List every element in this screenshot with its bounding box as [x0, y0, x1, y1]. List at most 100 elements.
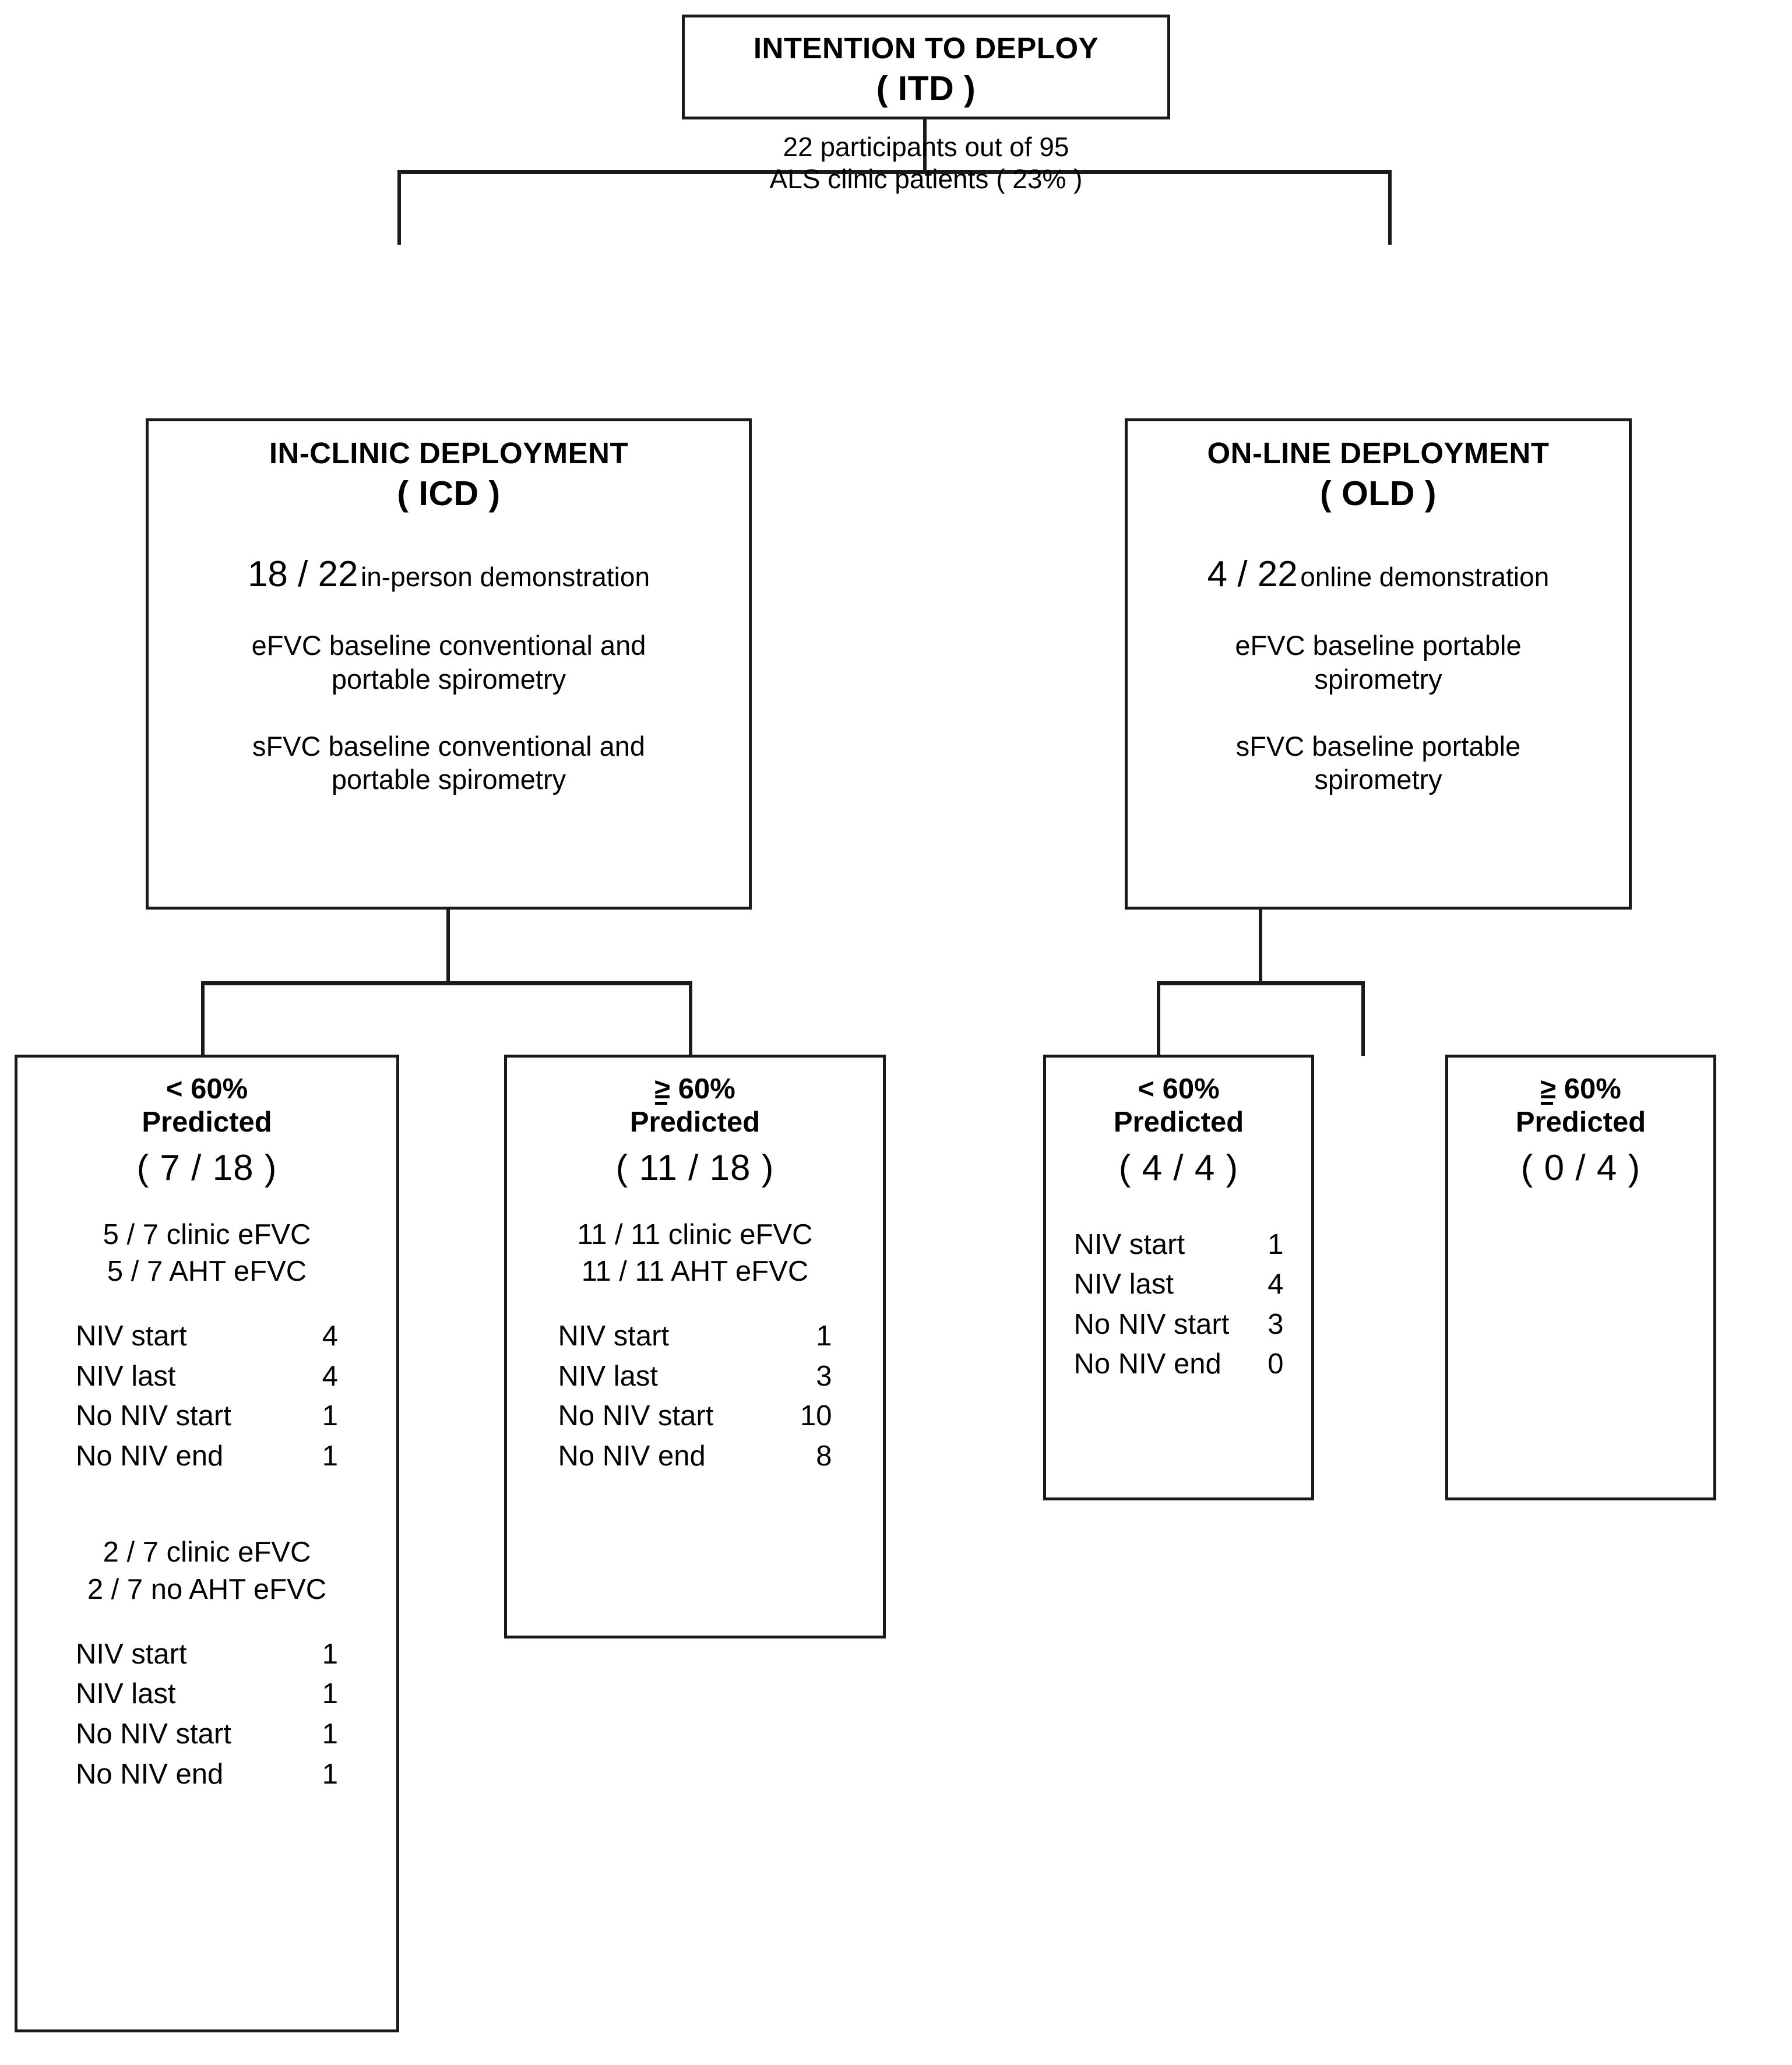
stat-row: No NIV start 3	[1074, 1305, 1284, 1345]
connector-itd-to-old	[1388, 170, 1392, 245]
stat-value: 1	[322, 1638, 338, 1670]
icd-high-frac-a-0: 11 / 11 clinic eFVC	[577, 1218, 813, 1250]
stat-label: No NIV end	[76, 1440, 224, 1472]
icd-header: IN-CLINIC DEPLOYMENT ( ICD )	[149, 436, 749, 513]
icd-header-line1: IN-CLINIC DEPLOYMENT	[269, 436, 629, 470]
greater-equal-icon: ≥	[654, 1073, 671, 1105]
old-para1-line2: spirometry	[1314, 663, 1442, 695]
connector-old-to-high	[1361, 981, 1365, 1056]
stat-value: 1	[322, 1718, 338, 1750]
connector-old-stem	[1259, 908, 1262, 984]
greater-equal-icon: ≥	[1540, 1073, 1557, 1105]
stat-value: 4	[322, 1360, 338, 1392]
stat-label: No NIV end	[76, 1758, 224, 1790]
icd-high-criterion-pct: 60%	[670, 1073, 735, 1105]
stat-row: NIV start 1	[1074, 1225, 1284, 1265]
itd-body: 22 participants out of 95 ALS clinic pat…	[685, 131, 1167, 195]
stat-value: 3	[816, 1360, 832, 1392]
connector-old-bus	[1157, 981, 1365, 985]
stat-label: NIV last	[1073, 1268, 1174, 1301]
stat-label: No NIV start	[558, 1400, 714, 1432]
itd-body-line2: ALS clinic patients ( 23% )	[769, 164, 1083, 195]
node-old-high[interactable]: ≥ 60% Predicted ( 0 / 4 )	[1445, 1055, 1716, 1500]
itd-header: INTENTION TO DEPLOY ( ITD )	[685, 31, 1167, 108]
icd-low-frac-a-0: 5 / 7 clinic eFVC	[103, 1218, 311, 1250]
stat-label: NIV last	[76, 1678, 176, 1710]
node-icd[interactable]: IN-CLINIC DEPLOYMENT ( ICD ) 18 / 22 in-…	[146, 418, 752, 910]
old-low-criterion-line1: < 60%	[1138, 1073, 1220, 1105]
icd-low-frac-b-1: 2 / 7 no AHT eFVC	[87, 1574, 327, 1606]
stat-row: NIV last 4	[76, 1356, 338, 1397]
icd-low-fractions-b: 2 / 7 clinic eFVC 2 / 7 no AHT eFVC	[17, 1534, 396, 1608]
connector-itd-stem	[923, 118, 927, 172]
icd-ratio-row: 18 / 22 in-person demonstration	[149, 554, 749, 595]
stat-row: No NIV end 1	[76, 1754, 338, 1795]
old-high-criterion-line1: ≥ 60%	[1448, 1073, 1713, 1106]
connector-icd-bus	[201, 981, 692, 985]
icd-high-stats-a: NIV start 1 NIV last 3 No NIV start 10 N…	[558, 1316, 832, 1476]
node-itd[interactable]: INTENTION TO DEPLOY ( ITD ) 22 participa…	[682, 15, 1170, 194]
node-old-low[interactable]: < 60% Predicted ( 4 / 4 ) NIV start 1 NI…	[1043, 1055, 1314, 1500]
stat-label: NIV start	[76, 1638, 187, 1670]
icd-high-fractions-a: 11 / 11 clinic eFVC 11 / 11 AHT eFVC	[507, 1217, 883, 1291]
itd-header-line2: ( ITD )	[876, 69, 976, 108]
icd-ratio-caption: in-person demonstration	[361, 562, 650, 593]
node-icd-low[interactable]: < 60% Predicted ( 7 / 18 ) 5 / 7 clinic …	[15, 1055, 399, 2032]
stat-value: 1	[322, 1758, 338, 1790]
old-header-line1: ON-LINE DEPLOYMENT	[1207, 436, 1550, 470]
stat-value: 8	[816, 1440, 832, 1472]
old-high-count: ( 0 / 4 )	[1520, 1147, 1641, 1188]
stat-label: No NIV end	[1073, 1348, 1221, 1380]
stat-label: No NIV start	[76, 1400, 231, 1432]
stat-row: NIV last 1	[76, 1674, 338, 1714]
stat-value: 1	[1268, 1228, 1284, 1260]
stat-label: NIV start	[76, 1320, 187, 1352]
stat-value: 10	[800, 1400, 832, 1432]
icd-low-count: ( 7 / 18 )	[136, 1147, 277, 1188]
old-header: ON-LINE DEPLOYMENT ( OLD )	[1128, 436, 1629, 513]
stat-row: No NIV end 0	[1074, 1344, 1284, 1384]
node-old[interactable]: ON-LINE DEPLOYMENT ( OLD ) 4 / 22 online…	[1125, 418, 1632, 910]
stat-row: NIV start 1	[76, 1634, 338, 1675]
icd-para1-line1: eFVC baseline conventional and	[251, 630, 646, 661]
stat-row: No NIV start 10	[558, 1396, 832, 1436]
old-para1-line1: eFVC baseline portable	[1235, 630, 1522, 661]
stat-label: NIV last	[558, 1360, 659, 1392]
stat-value: 4	[322, 1320, 338, 1352]
stat-value: 0	[1268, 1348, 1284, 1380]
old-ratio: 4 / 22	[1207, 554, 1298, 595]
connector-icd-stem	[446, 908, 450, 984]
icd-low-frac-b-0: 2 / 7 clinic eFVC	[103, 1537, 311, 1569]
stat-row: No NIV start 1	[76, 1714, 338, 1754]
old-high-criterion-pct: 60%	[1556, 1073, 1621, 1105]
connector-icd-to-high	[689, 981, 692, 1056]
stat-value: 3	[1268, 1308, 1284, 1340]
icd-header-line2: ( ICD )	[397, 474, 501, 513]
old-para2-line1: sFVC baseline portable	[1235, 730, 1521, 762]
old-low-criterion: < 60% Predicted	[1046, 1073, 1311, 1139]
icd-high-criterion: ≥ 60% Predicted	[507, 1073, 883, 1139]
icd-low-criterion-line2: Predicted	[142, 1106, 272, 1138]
stat-value: 4	[1268, 1268, 1284, 1301]
node-icd-high[interactable]: ≥ 60% Predicted ( 11 / 18 ) 11 / 11 clin…	[504, 1055, 886, 1638]
icd-high-frac-a-1: 11 / 11 AHT eFVC	[581, 1256, 809, 1288]
old-high-criterion: ≥ 60% Predicted	[1448, 1073, 1713, 1139]
stat-label: No NIV start	[76, 1718, 231, 1750]
old-ratio-caption: online demonstration	[1300, 562, 1550, 593]
stat-row: NIV last 3	[558, 1356, 832, 1397]
icd-high-criterion-line2: Predicted	[629, 1106, 761, 1138]
icd-para2-line1: sFVC baseline conventional and	[252, 730, 646, 762]
stat-row: No NIV start 1	[76, 1396, 338, 1436]
stat-value: 1	[816, 1320, 832, 1352]
stat-label: NIV last	[76, 1360, 176, 1392]
old-low-criterion-line2: Predicted	[1113, 1106, 1244, 1138]
connector-itd-to-icd	[397, 170, 401, 245]
icd-low-criterion-line1: < 60%	[166, 1073, 248, 1105]
stat-label: NIV start	[558, 1320, 670, 1352]
icd-low-criterion: < 60% Predicted	[17, 1073, 396, 1139]
old-para2-line2: spirometry	[1314, 764, 1442, 795]
icd-low-stats-a: NIV start 4 NIV last 4 No NIV start 1 No…	[76, 1316, 338, 1476]
icd-para2-line2: portable spirometry	[331, 764, 566, 795]
icd-low-frac-a-1: 5 / 7 AHT eFVC	[107, 1256, 307, 1288]
old-low-count: ( 4 / 4 )	[1118, 1147, 1239, 1188]
